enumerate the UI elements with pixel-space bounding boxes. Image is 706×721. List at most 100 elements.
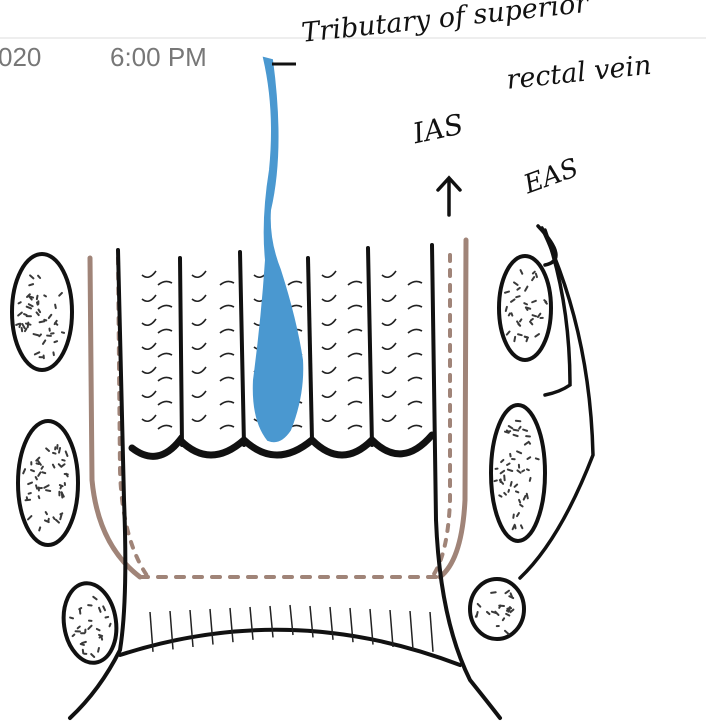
column-hatch-mark: [142, 343, 156, 349]
column-hatch-mark: [348, 377, 362, 381]
column-hatch-mark: [322, 319, 336, 325]
stipple-mark: [533, 315, 537, 316]
stipple-mark: [53, 453, 56, 454]
stipple-mark: [70, 618, 73, 619]
stipple-mark: [527, 469, 529, 470]
column-hatch-mark: [408, 305, 422, 309]
column-hatch-mark: [382, 319, 396, 325]
stipple-mark: [520, 319, 521, 321]
stipple-mark: [503, 618, 504, 620]
stipple-mark: [511, 482, 512, 486]
column-hatch-mark: [322, 367, 336, 373]
stipple-mark: [55, 305, 56, 308]
verge-striation: [190, 610, 193, 647]
stipple-mark: [38, 310, 40, 313]
stipple-mark: [507, 464, 510, 465]
stipple-mark: [59, 448, 60, 453]
stipple-mark: [506, 307, 507, 311]
stipple-mark: [536, 458, 539, 459]
stipple-mark: [78, 627, 80, 629]
stipple-mark: [511, 313, 512, 315]
stipple-mark: [24, 314, 27, 315]
stipple-mark: [518, 334, 522, 335]
stipple-mark: [37, 296, 38, 299]
stipple-mark: [60, 485, 63, 486]
column-hatch-mark: [382, 295, 396, 301]
column-hatch-mark: [408, 377, 422, 381]
verge-striation: [410, 611, 413, 649]
stipple-mark: [526, 339, 527, 341]
stipple-mark: [40, 321, 45, 322]
stipple-mark: [44, 320, 46, 321]
column-hatch-mark: [158, 305, 172, 309]
stipple-mark: [79, 608, 81, 609]
stipple-mark: [36, 485, 37, 488]
stipple-mark: [519, 427, 520, 429]
stipple-mark: [34, 334, 39, 335]
stipple-mark: [531, 319, 533, 320]
ias-arrow: [438, 178, 460, 215]
column-hatch-mark: [192, 415, 206, 421]
column-hatch-mark: [408, 425, 422, 429]
stipple-mark: [31, 470, 34, 471]
stipple-mark: [42, 467, 43, 469]
stipple-mark: [46, 512, 47, 514]
column-hatch-mark: [382, 391, 396, 397]
column-divider-3: [308, 258, 312, 440]
stipple-mark: [508, 490, 509, 492]
stipple-mark: [44, 295, 46, 296]
column-hatch-mark: [348, 425, 362, 429]
stipple-mark: [53, 517, 54, 519]
verge-striation: [430, 612, 433, 652]
column-hatch-mark: [322, 391, 336, 397]
stipple-mark: [62, 460, 64, 461]
column-hatch-mark: [142, 319, 156, 325]
column-hatch-mark: [220, 377, 234, 381]
stipple-mark: [100, 636, 102, 638]
stipple-mark: [59, 464, 61, 466]
superior-rectal-vein-tributary: [254, 58, 302, 441]
verge-striation: [210, 609, 213, 645]
column-divider-2: [240, 252, 244, 445]
stipple-mark: [60, 514, 61, 519]
stipple-mark: [101, 637, 102, 640]
stipple-mark: [82, 642, 86, 643]
column-hatch-mark: [158, 281, 172, 285]
eas-oval-left-middle: [18, 421, 78, 545]
stipple-mark: [28, 483, 32, 485]
column-hatch-mark: [322, 415, 336, 421]
eas-oval-right-lower: [470, 579, 524, 639]
column-hatch-mark: [158, 353, 172, 357]
stipple-mark: [110, 624, 111, 627]
stipple-mark: [514, 435, 518, 436]
column-hatch-mark: [142, 415, 156, 421]
column-hatch-mark: [382, 367, 396, 373]
verge-striation: [270, 606, 273, 637]
column-hatch-mark: [408, 353, 422, 357]
stipple-mark: [97, 629, 100, 630]
stipple-mark: [514, 337, 515, 341]
ias-band-left-solid: [90, 258, 140, 577]
column-hatch-mark: [142, 271, 156, 277]
stipple-mark: [505, 292, 509, 293]
stipple-mark: [518, 324, 520, 326]
stipple-mark: [519, 500, 520, 503]
column-hatch-mark: [322, 343, 336, 349]
column-hatch-mark: [192, 391, 206, 397]
stipple-mark: [106, 617, 109, 618]
column-hatch-mark: [192, 343, 206, 349]
stipple-mark: [526, 308, 530, 309]
column-hatch-mark: [192, 271, 206, 277]
stipple-mark: [46, 490, 50, 491]
stipple-mark: [491, 592, 496, 593]
stipple-mark: [523, 430, 527, 431]
stipple-mark: [508, 470, 512, 471]
stipple-mark: [39, 496, 40, 498]
stipple-mark: [532, 301, 536, 302]
stipple-mark: [504, 493, 506, 495]
stipple-mark: [81, 644, 84, 645]
header-date-fragment: 020: [0, 42, 41, 73]
stipple-mark: [524, 303, 527, 304]
stipple-mark: [527, 494, 528, 499]
stipple-mark: [19, 302, 21, 303]
